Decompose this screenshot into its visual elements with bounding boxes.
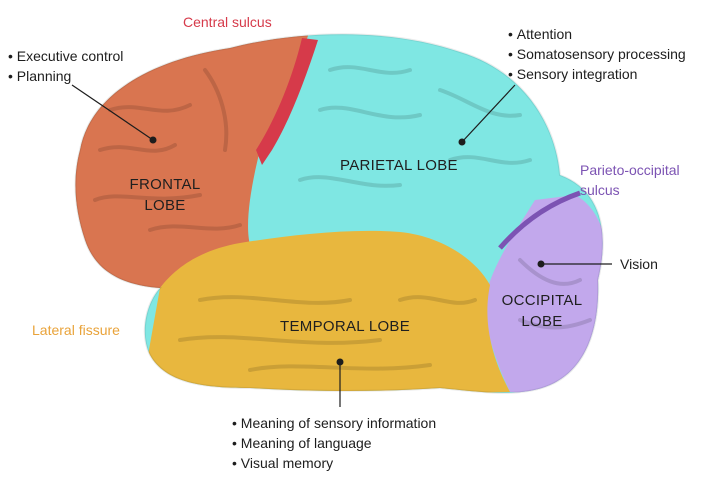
function-item: Attention bbox=[508, 24, 686, 44]
function-item: Somatosensory processing bbox=[508, 44, 686, 64]
dot-occipital bbox=[537, 260, 545, 268]
occipital-lobe-label: OCCIPITAL LOBE bbox=[501, 292, 583, 330]
function-item: Planning bbox=[8, 66, 123, 86]
central-sulcus-label: Central sulcus bbox=[183, 14, 272, 30]
function-item: Meaning of sensory information bbox=[232, 413, 436, 433]
lateral-fissure-label: Lateral fissure bbox=[32, 322, 120, 338]
dot-temporal bbox=[336, 358, 344, 366]
frontal-functions: Executive control Planning bbox=[8, 46, 124, 86]
function-item: Executive control bbox=[8, 46, 124, 66]
dot-frontal bbox=[149, 136, 157, 144]
parieto-occipital-sulcus-label: Parieto-occipital sulcus bbox=[580, 162, 680, 198]
central-sulcus-band bbox=[256, 38, 318, 165]
temporal-functions: Meaning of sensory information Meaning o… bbox=[232, 413, 436, 473]
temporal-region bbox=[140, 230, 510, 393]
leader-parietal bbox=[461, 84, 516, 143]
frontal-lobe-label: FRONTAL LOBE bbox=[129, 176, 201, 214]
parieto-occipital-line bbox=[498, 190, 581, 250]
function-item: Visual memory bbox=[232, 453, 436, 473]
temporal-lobe-label: TEMPORAL LOBE bbox=[280, 318, 411, 335]
function-item: Sensory integration bbox=[508, 64, 686, 84]
parietal-lobe-label: PARIETAL LOBE bbox=[340, 157, 458, 174]
occipital-region bbox=[485, 195, 603, 393]
occipital-functions: Vision bbox=[620, 256, 658, 272]
leader-frontal bbox=[71, 84, 154, 141]
dot-parietal bbox=[458, 138, 466, 146]
parietal-functions: Attention Somatosensory processing Senso… bbox=[508, 24, 686, 84]
function-item: Meaning of language bbox=[232, 433, 436, 453]
